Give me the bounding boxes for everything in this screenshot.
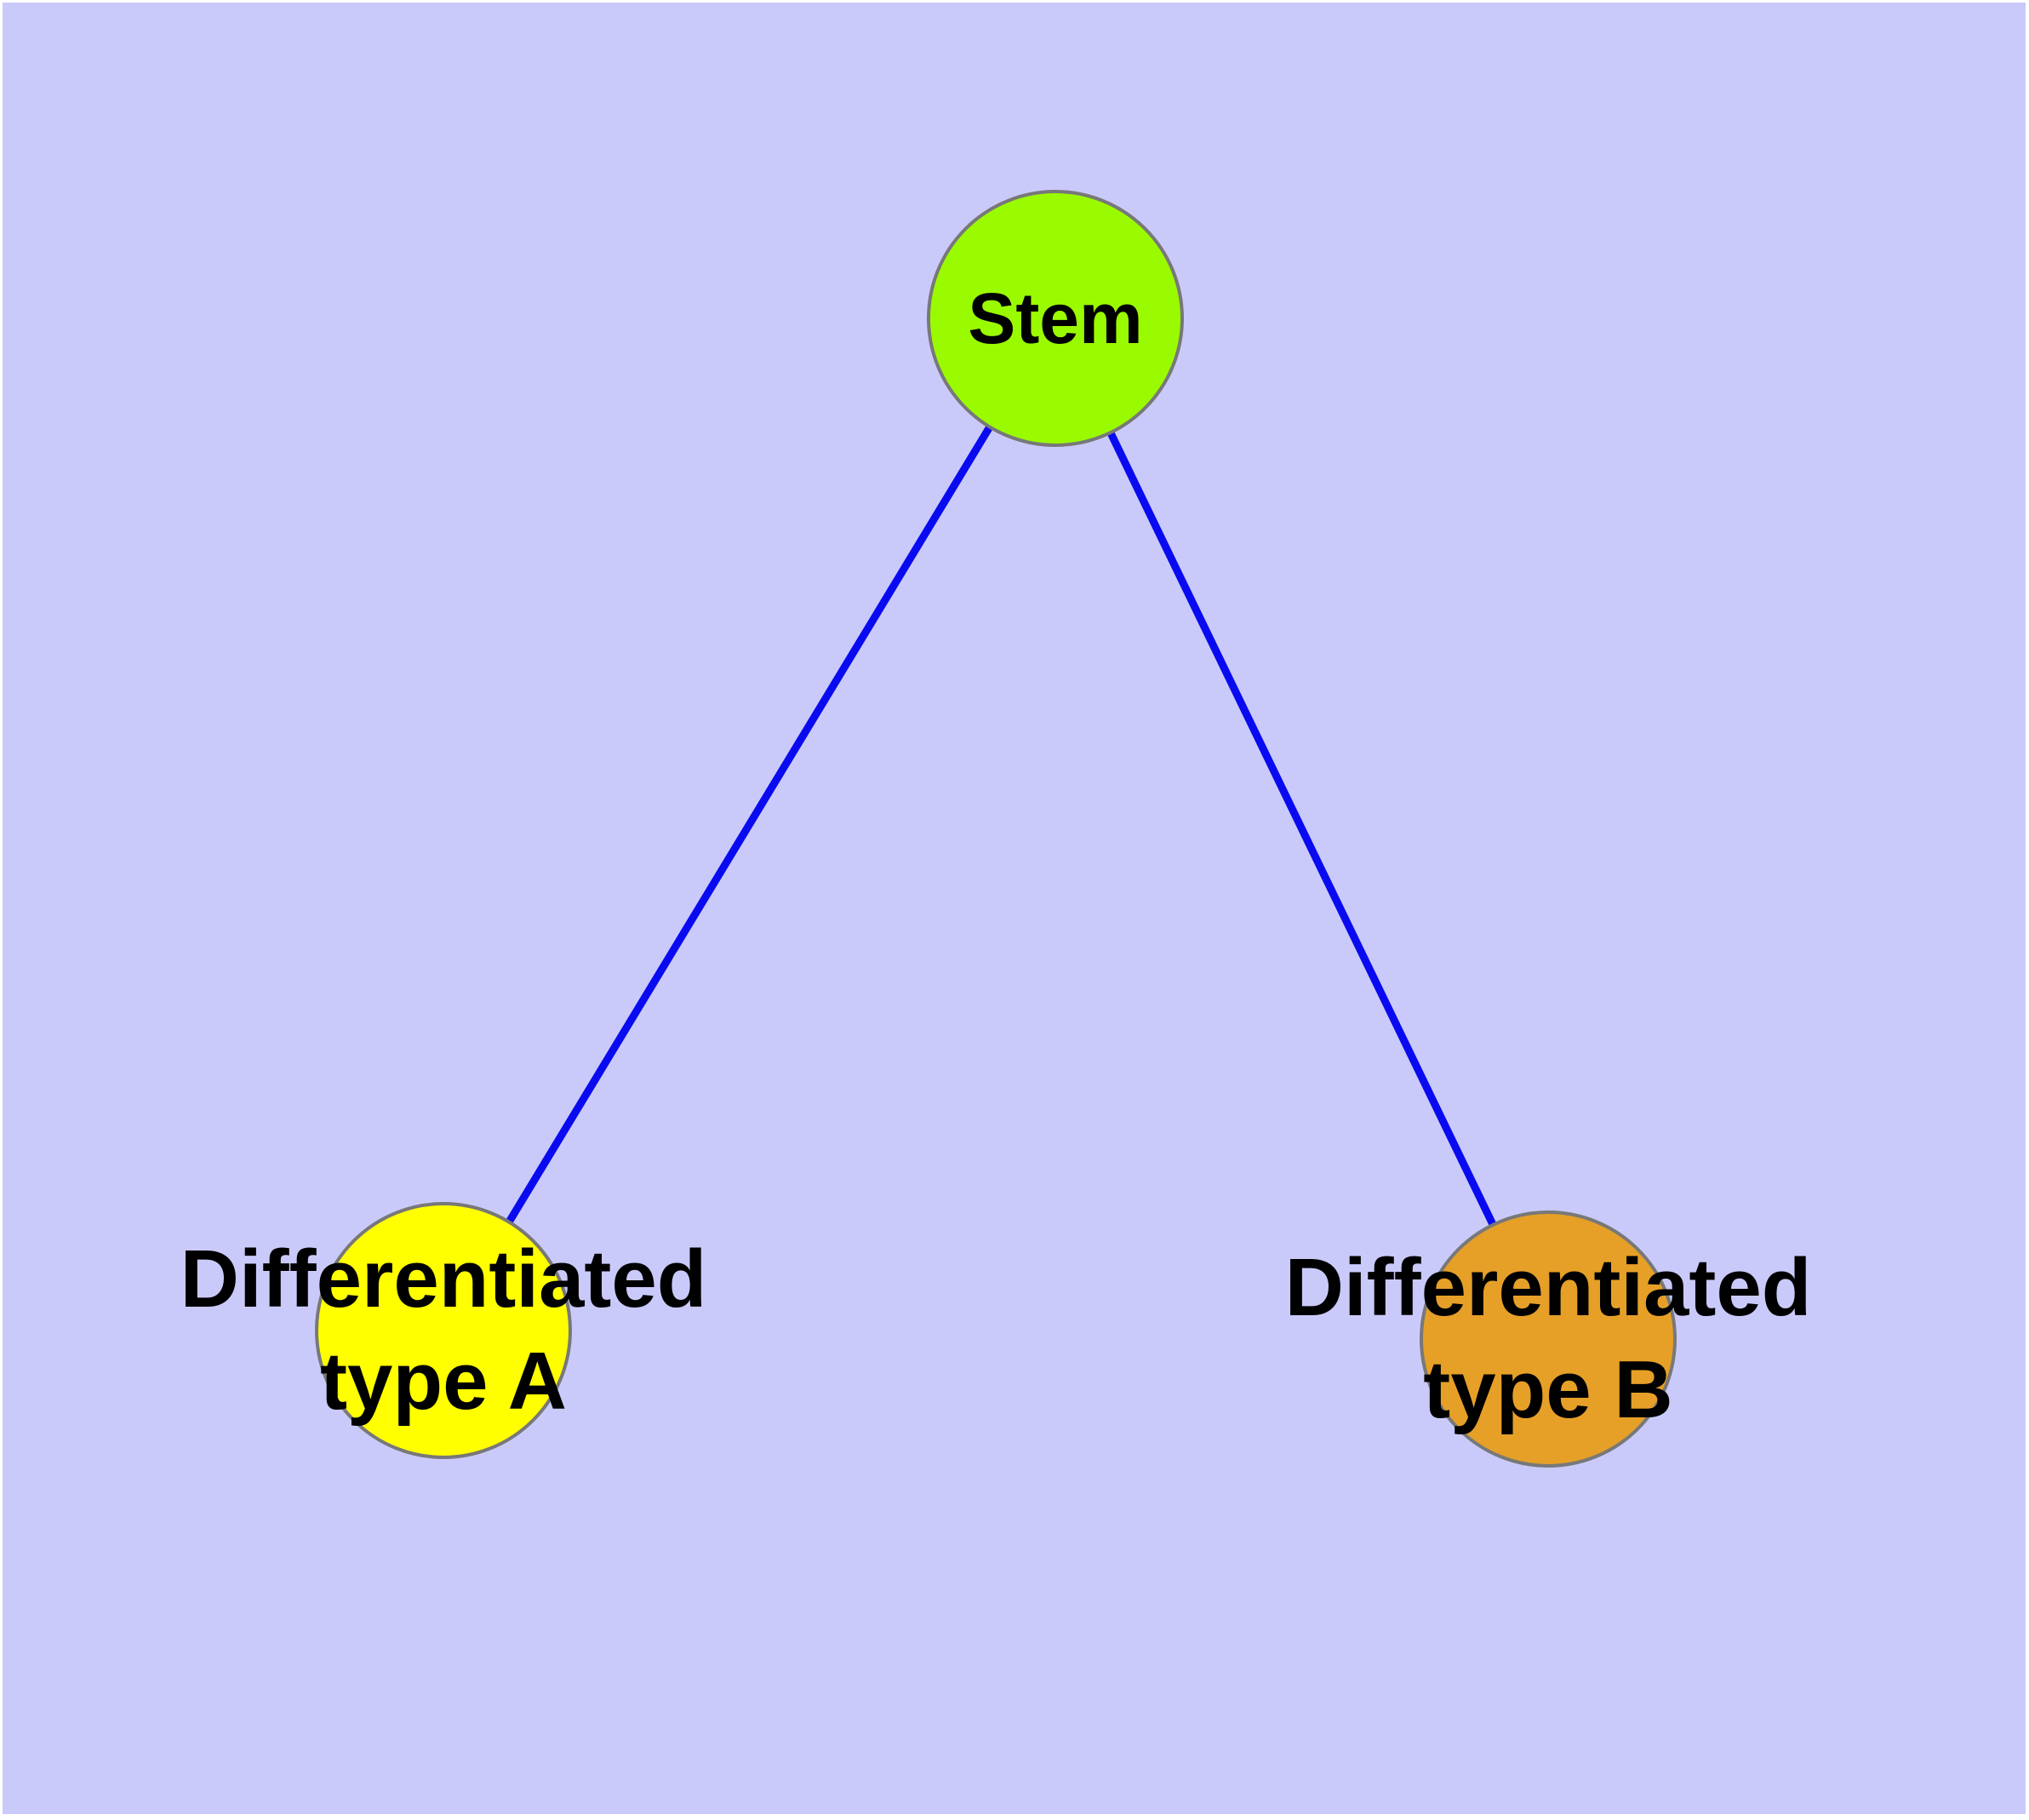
node-type-a-label-line2: type A — [320, 1336, 567, 1427]
node-differentiated-type-b[interactable]: Differentiated type B — [1285, 1210, 1811, 1468]
node-type-b-label: Differentiated type B — [1285, 1237, 1812, 1441]
edge-stem-to-type-b[interactable] — [1051, 317, 1552, 1341]
node-type-b-label-line1: Differentiated — [1284, 1242, 1812, 1333]
node-type-b-label-line2: type B — [1423, 1344, 1673, 1435]
node-type-a-label: Differentiated type A — [180, 1228, 707, 1433]
node-stem-label: Stem — [968, 278, 1143, 358]
edge-stem-to-type-a[interactable] — [440, 316, 1059, 1333]
node-stem[interactable]: Stem — [927, 190, 1184, 447]
node-type-a-label-line1: Differentiated — [180, 1233, 707, 1325]
node-differentiated-type-a[interactable]: Differentiated type A — [180, 1202, 706, 1459]
